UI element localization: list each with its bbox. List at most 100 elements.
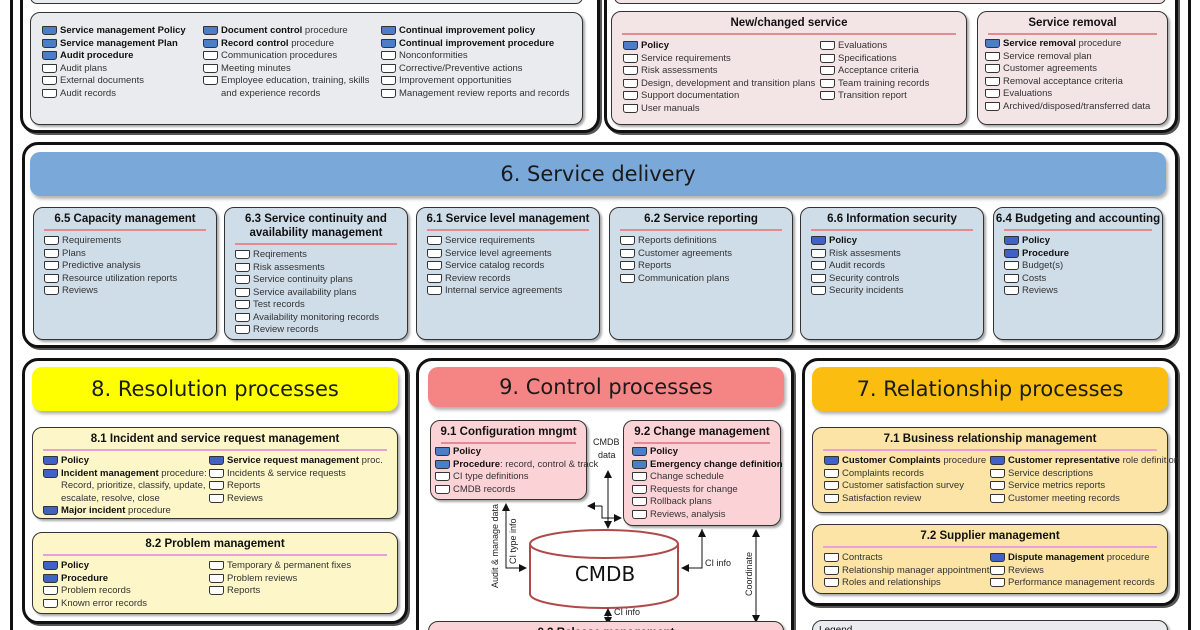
service-delivery-title: 6. Service delivery bbox=[500, 162, 696, 186]
record-document-icon bbox=[824, 565, 839, 575]
document-label: Archived/disposed/transferred data bbox=[1003, 100, 1151, 112]
procedure-document-icon bbox=[42, 38, 57, 48]
document-item: Specifications bbox=[820, 53, 929, 66]
document-item: Requirements bbox=[44, 235, 216, 248]
document-label: CI type definitions bbox=[453, 471, 529, 482]
document-label: escalate, resolve, close bbox=[61, 492, 160, 504]
document-item: Relationship manager appointments bbox=[824, 565, 994, 578]
document-item: Audit plans bbox=[42, 63, 186, 76]
title-underline bbox=[43, 449, 387, 451]
document-item: Reviews, analysis bbox=[632, 509, 783, 522]
record-document-icon bbox=[44, 286, 59, 295]
document-item: Archived/disposed/transferred data bbox=[985, 101, 1150, 114]
document-item: Review records bbox=[427, 273, 599, 286]
document-item: Communication plans bbox=[620, 273, 792, 286]
document-item: Requests for change bbox=[632, 484, 783, 497]
record-document-icon bbox=[42, 88, 57, 98]
record-document-icon bbox=[632, 497, 647, 506]
record-document-icon bbox=[990, 481, 1005, 490]
legend-title: Legend bbox=[813, 621, 1167, 630]
record-document-icon bbox=[990, 565, 1005, 575]
document-label: Removal acceptance criteria bbox=[1003, 75, 1123, 87]
document-label: Satisfaction review bbox=[842, 492, 922, 504]
document-label: Policy bbox=[650, 446, 678, 457]
document-item: Service removal procedure bbox=[985, 38, 1150, 51]
document-item: Security controls bbox=[811, 273, 983, 286]
document-item: User manuals bbox=[623, 103, 815, 116]
document-item: Reviews bbox=[1004, 285, 1162, 298]
document-item: Nonconformities bbox=[381, 50, 570, 63]
title-underline bbox=[823, 449, 1157, 451]
document-label: Policy bbox=[61, 455, 89, 466]
document-item: Availability monitoring records bbox=[235, 312, 407, 325]
ci-info-right-arrow bbox=[681, 529, 703, 572]
document-label: Evaluations bbox=[838, 40, 888, 51]
title-underline bbox=[988, 33, 1157, 35]
document-item: Risk assesments bbox=[811, 248, 983, 261]
document-item: Policy bbox=[811, 235, 983, 248]
document-label: Reviews bbox=[62, 285, 98, 296]
document-label: Incidents & service requests bbox=[227, 467, 346, 479]
document-label: Acceptance criteria bbox=[838, 65, 919, 76]
document-label: Service continuity plans bbox=[253, 274, 353, 285]
record-document-icon bbox=[235, 300, 250, 309]
record-document-icon bbox=[990, 493, 1005, 503]
procedure-document-icon bbox=[1004, 236, 1019, 245]
document-item: Customer Complaints procedure bbox=[824, 455, 986, 468]
service-delivery-box-title: 6.2 Service reporting bbox=[644, 213, 758, 225]
document-item: Service catalog records bbox=[427, 260, 599, 273]
procedure-document-icon bbox=[990, 553, 1005, 562]
record-document-icon bbox=[620, 273, 635, 283]
problem-management-title: 8.2 Problem management bbox=[145, 538, 285, 550]
configuration-management-title: 9.1 Configuration mngmt bbox=[440, 426, 577, 438]
document-label: Complaints records bbox=[842, 467, 924, 479]
document-label: Requests for change bbox=[650, 483, 738, 495]
document-label: Problem reviews bbox=[227, 572, 298, 584]
document-item: CI type definitions bbox=[435, 471, 598, 484]
document-label: External documents bbox=[60, 75, 144, 86]
document-item: Record, prioritize, classify, update, bbox=[43, 480, 207, 493]
document-item: Performance management records bbox=[990, 577, 1155, 590]
document-item: Costs bbox=[1004, 273, 1162, 286]
record-document-icon bbox=[381, 76, 396, 85]
document-item: Improvement opportunities bbox=[381, 75, 570, 88]
document-label: Security incidents bbox=[829, 285, 904, 296]
record-document-icon bbox=[203, 51, 218, 60]
document-label: Reports bbox=[227, 480, 261, 491]
record-document-icon bbox=[632, 484, 647, 494]
document-item: Customer representative role definition bbox=[990, 455, 1179, 468]
record-document-icon bbox=[985, 76, 1000, 86]
release-management-title: 9.3 Release management bbox=[429, 622, 783, 630]
document-label: Budget(s) bbox=[1022, 260, 1064, 271]
record-document-icon bbox=[985, 89, 1000, 98]
document-item: Service level agreements bbox=[427, 248, 599, 261]
document-label: Service removal plan bbox=[1003, 50, 1092, 62]
document-item: Record control procedure bbox=[203, 38, 369, 51]
document-label: Policy bbox=[1022, 235, 1050, 246]
document-label: Service descriptions bbox=[1008, 467, 1094, 479]
ci-info-bottom-label: CI info bbox=[614, 607, 641, 617]
document-label: Team training records bbox=[838, 77, 930, 89]
document-label: Emergency change definition bbox=[650, 458, 783, 470]
document-item: Resource utilization reports bbox=[44, 273, 216, 286]
record-document-icon bbox=[435, 484, 450, 494]
page-border-right bbox=[1188, 0, 1191, 630]
record-document-icon bbox=[820, 91, 835, 100]
document-item: Management review reports and records bbox=[381, 88, 570, 101]
record-document-icon bbox=[820, 66, 835, 75]
document-label: Reports bbox=[638, 260, 672, 271]
record-document-icon bbox=[427, 286, 442, 295]
record-document-icon bbox=[985, 64, 1000, 73]
document-item: escalate, resolve, close bbox=[43, 493, 207, 506]
document-label: Rollback plans bbox=[650, 496, 712, 507]
document-label: Change schedule bbox=[650, 471, 724, 482]
record-document-icon bbox=[235, 325, 250, 334]
